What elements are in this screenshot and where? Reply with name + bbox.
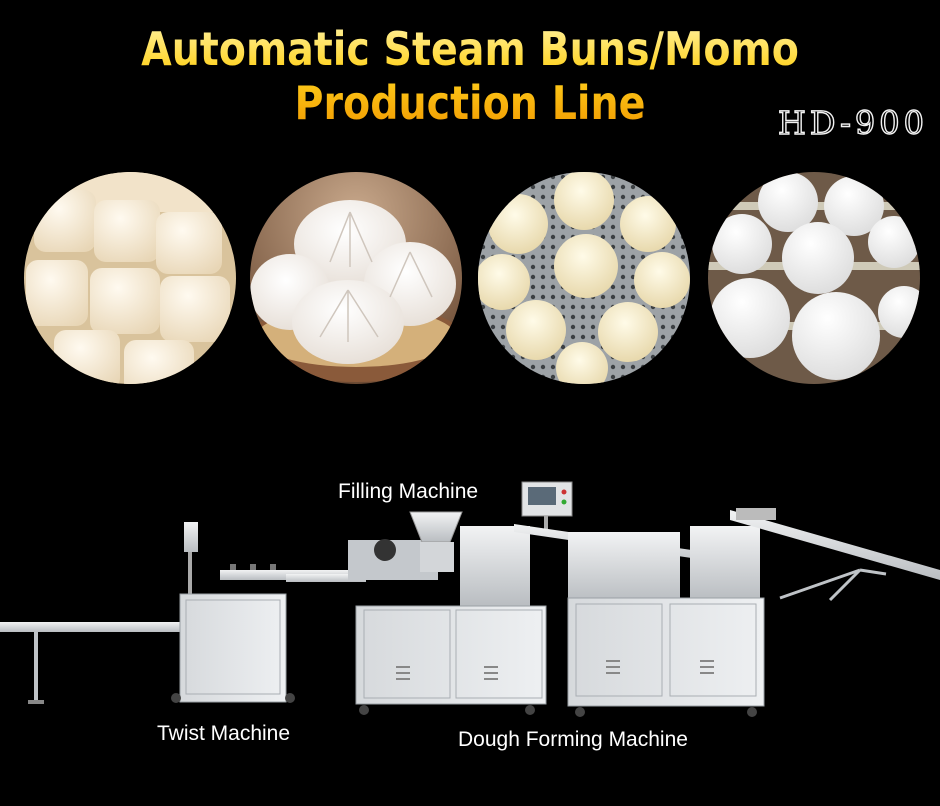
dough-forming-machine-label: Dough Forming Machine (458, 728, 688, 751)
baozi-on-plate-photo (250, 172, 462, 384)
model-number: HD-900 (777, 103, 928, 142)
round-buns-on-paper-photo (708, 172, 920, 384)
mantou-steamed-buns-photo (24, 172, 236, 384)
filling-machine-label: Filling Machine (338, 480, 479, 503)
momo-on-steamer-tray-photo (478, 172, 690, 384)
production-line-machine-illustration (0, 481, 940, 717)
twist-machine-label: Twist Machine (157, 722, 291, 745)
page-title: Automatic Steam Buns/Momo Production Lin… (66, 22, 874, 130)
